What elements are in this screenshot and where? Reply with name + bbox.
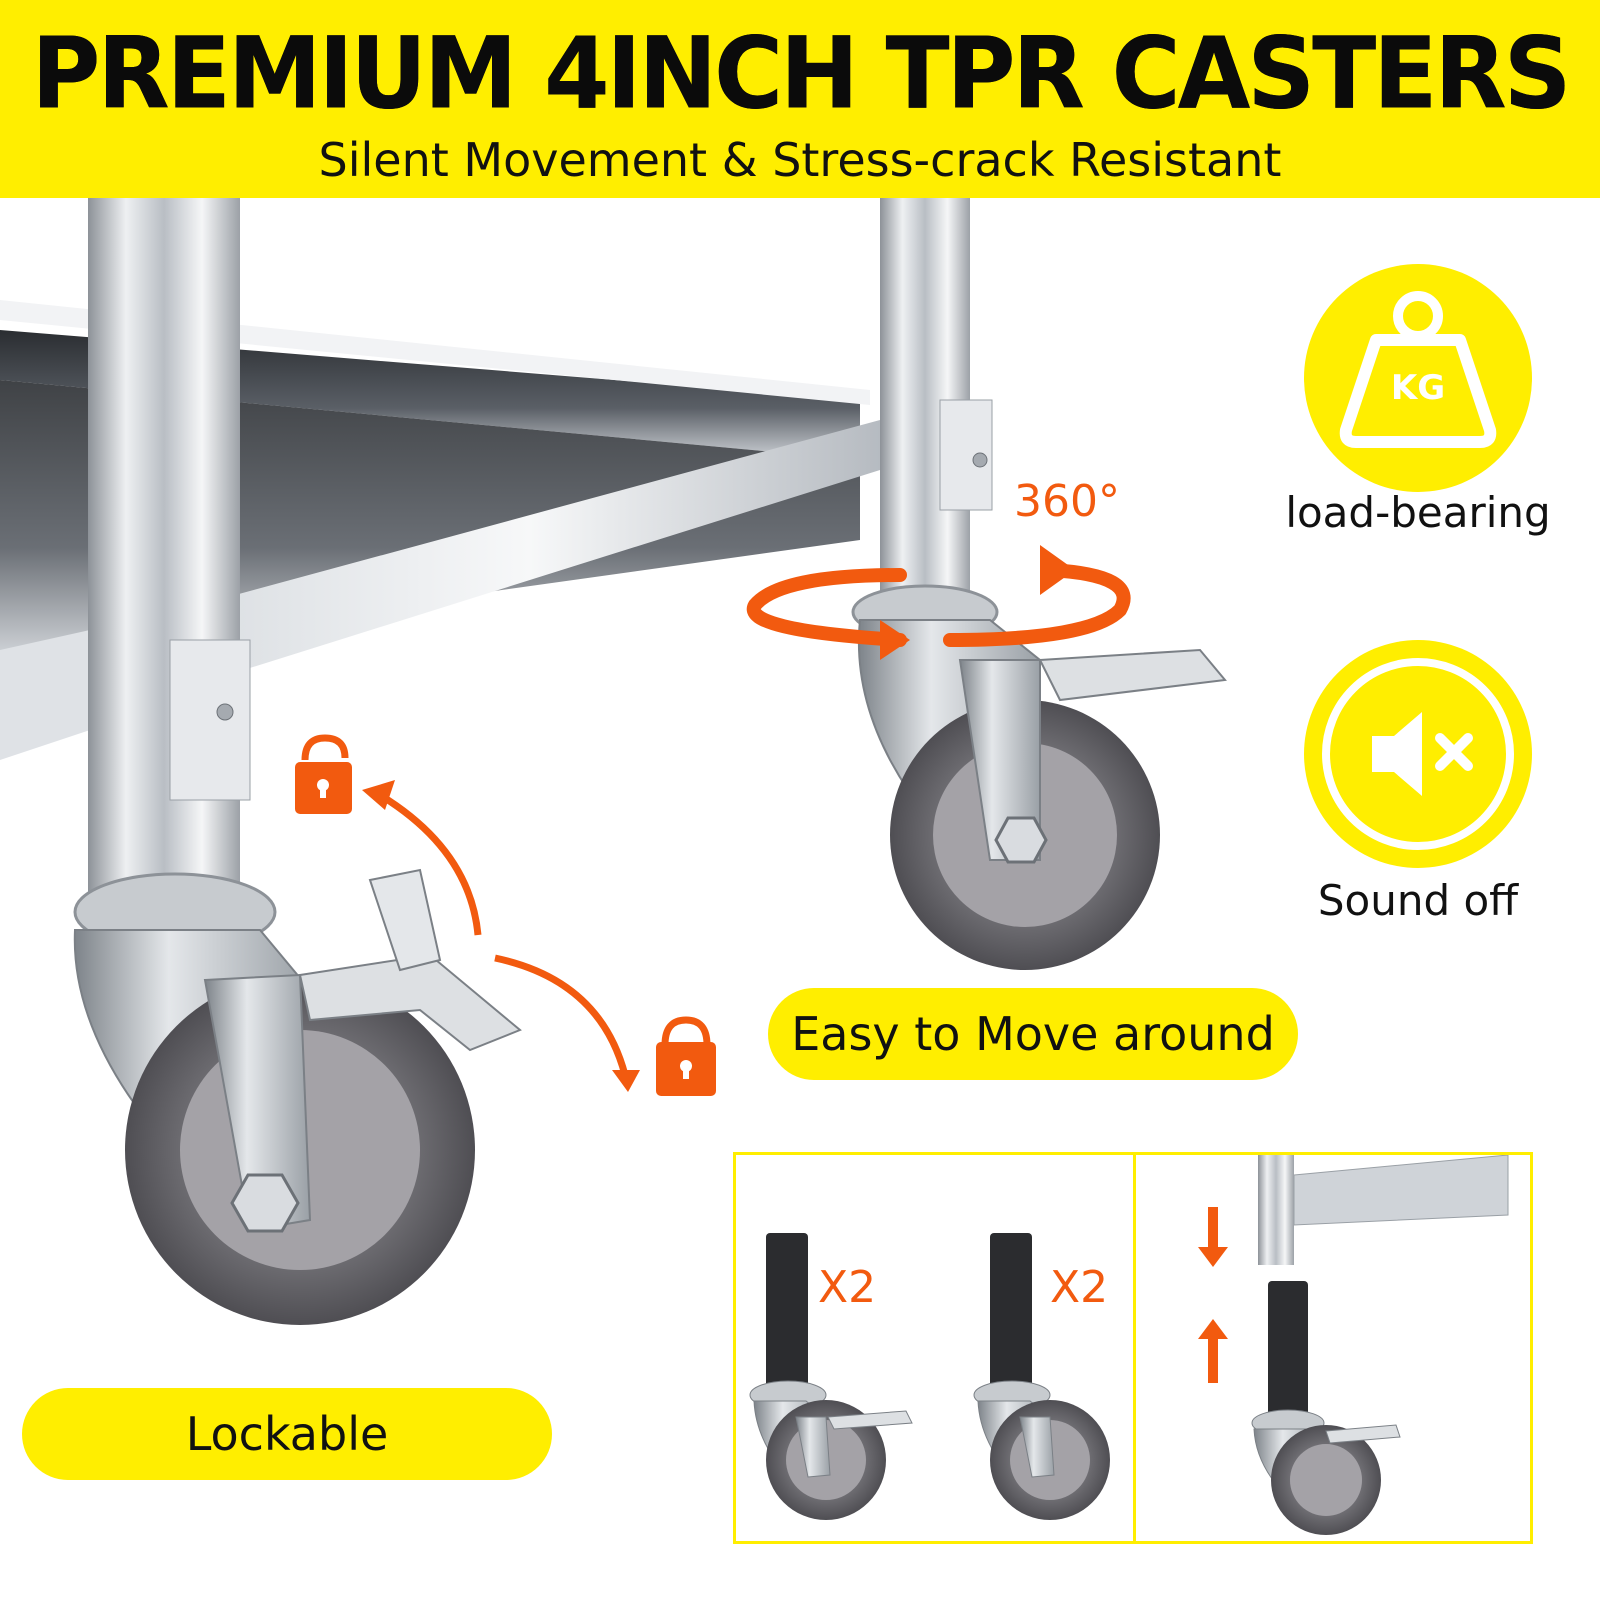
- mute-speaker-icon: [1322, 658, 1514, 850]
- rotation-arrowhead-icon: [1040, 545, 1075, 595]
- down-arrow-icon: [1198, 1247, 1228, 1267]
- installation-illustration: [749, 1154, 1509, 1535]
- unlock-padlock-icon: [295, 734, 352, 814]
- rotation-label: 360°: [1014, 476, 1120, 527]
- lock-arrow: [378, 792, 629, 1076]
- arrowhead-icon: [362, 780, 395, 810]
- stem-caster-2: [973, 1233, 1110, 1520]
- quantity-label-2: X2: [1050, 1262, 1109, 1313]
- load-bearing-badge: [1304, 264, 1532, 492]
- lockable-pill: Lockable: [22, 1388, 552, 1480]
- stem-caster-1: [749, 1233, 913, 1520]
- cart-leg-right: [880, 198, 993, 618]
- page-title: PREMIUM 4INCH TPR CASTERS: [31, 17, 1572, 132]
- easy-move-pill: Easy to Move around: [768, 988, 1298, 1080]
- caster-right: [851, 584, 1227, 970]
- page-subtitle: Silent Movement & Stress-crack Resistant: [318, 133, 1282, 187]
- feature-label-load: load-bearing: [1285, 488, 1551, 537]
- install-diagram: [1198, 1154, 1509, 1535]
- lock-padlock-icon: [656, 1016, 716, 1096]
- cart-leg-left: [88, 198, 251, 898]
- feature-label-sound: Sound off: [1317, 876, 1519, 925]
- weight-kg-icon: [1339, 291, 1497, 448]
- up-arrow-icon: [1198, 1319, 1228, 1339]
- kg-label: KG: [1390, 368, 1446, 408]
- quantity-label-1: X2: [818, 1262, 877, 1313]
- sound-off-badge: [1304, 640, 1532, 868]
- install-divider: [1133, 1152, 1136, 1544]
- rotation-arrowhead-icon: [880, 620, 910, 660]
- header-banner: [0, 0, 1600, 198]
- arrowhead-icon: [612, 1070, 640, 1092]
- caster-left: [73, 868, 522, 1325]
- rotation-arrow: [746, 563, 1131, 647]
